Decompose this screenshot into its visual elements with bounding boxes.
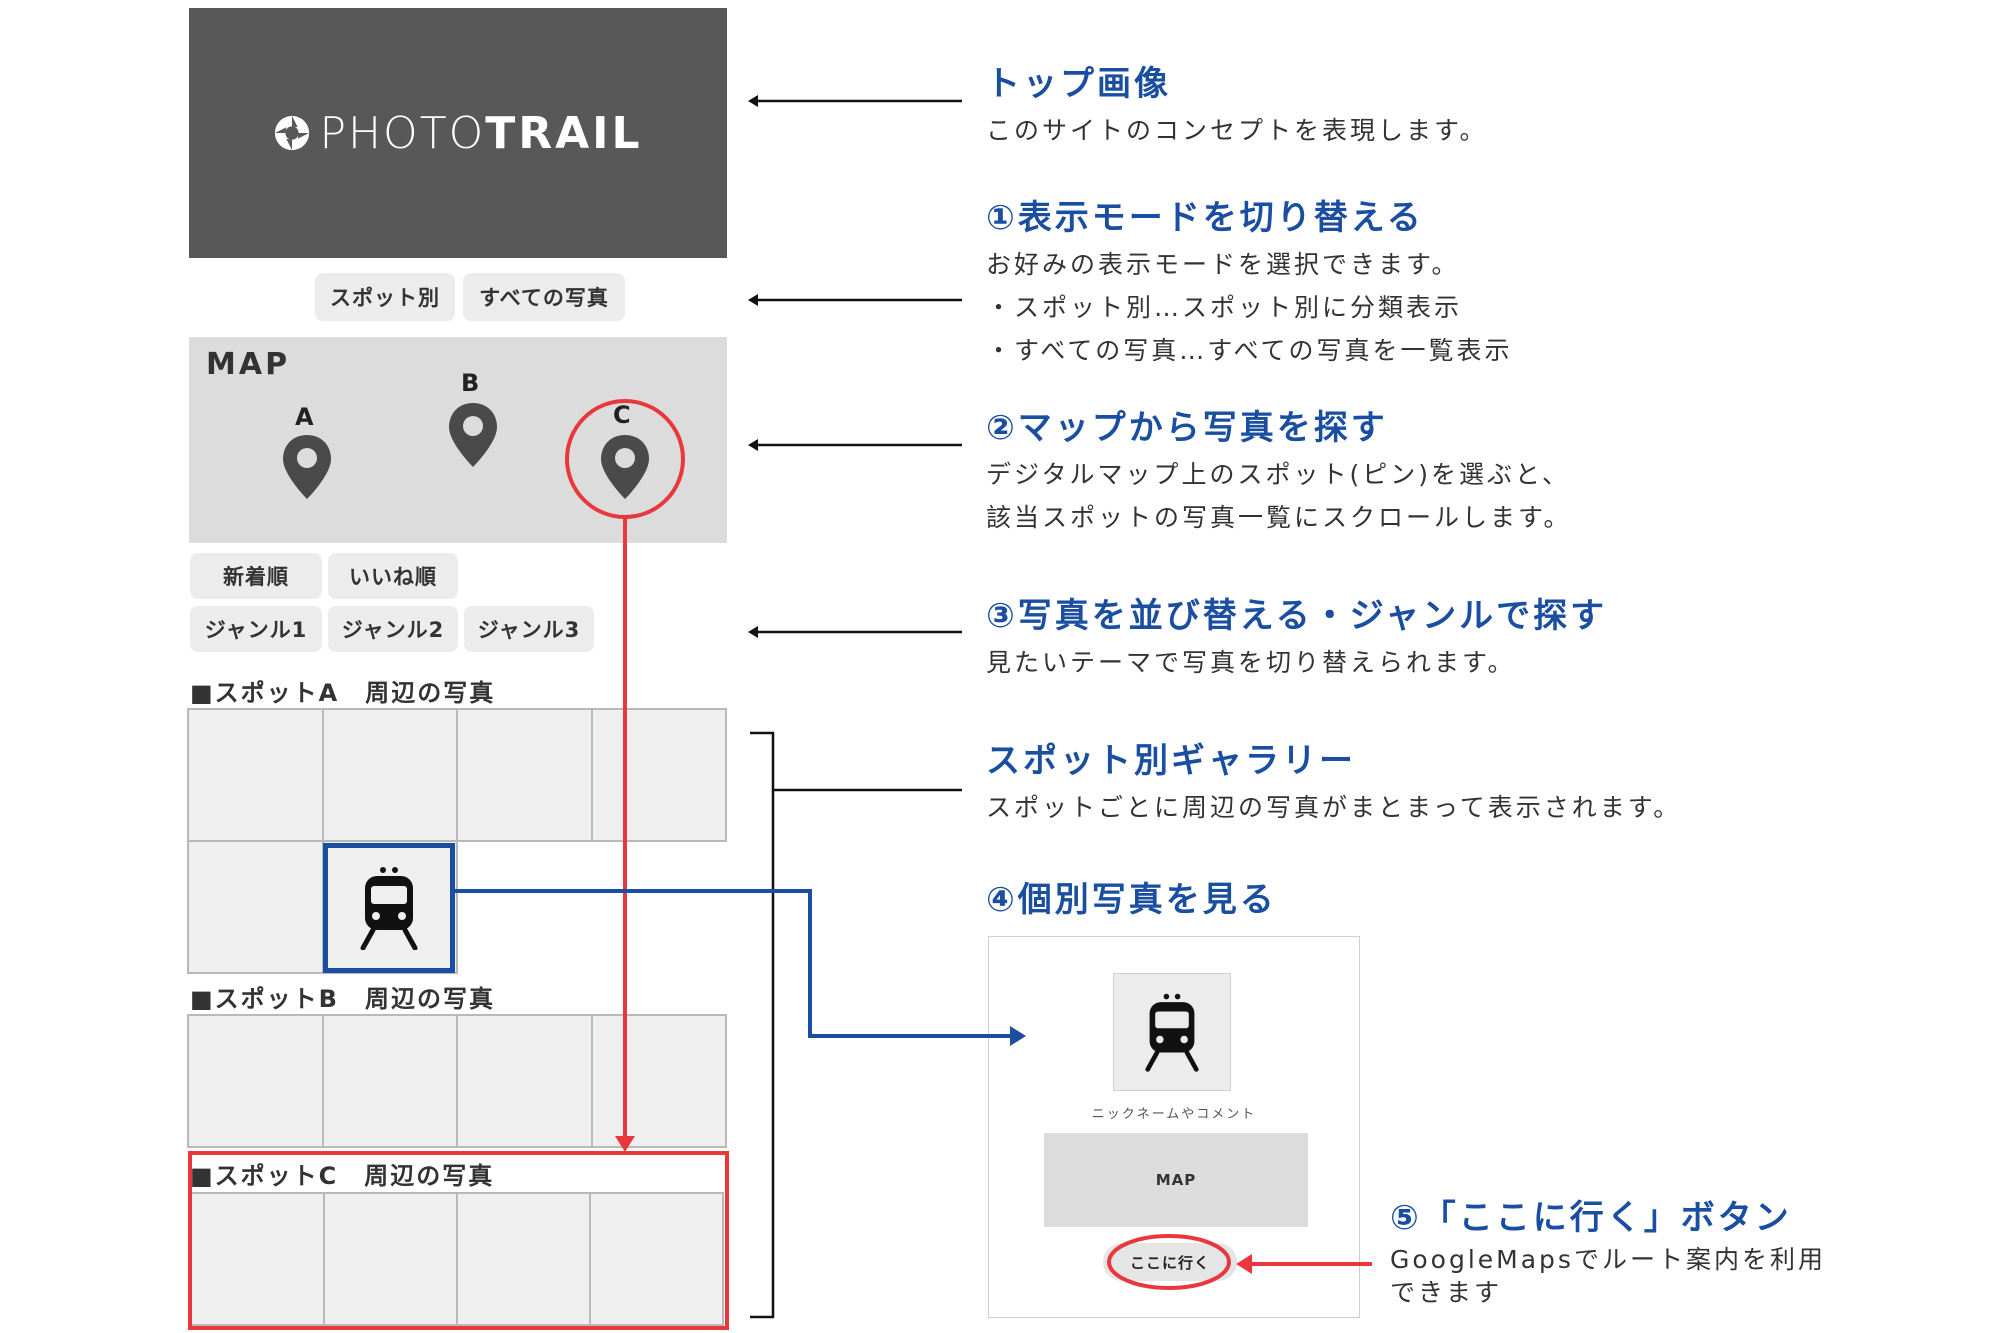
- annotation-line: スポットごとに周辺の写真がまとまって表示されます。: [986, 793, 1682, 822]
- gallery-spot-b: [187, 1014, 727, 1148]
- annotation-title: ①表示モードを切り替える: [986, 198, 1424, 238]
- gallery-spot-c: [190, 1192, 724, 1326]
- section-title-spot-b: ■スポットB 周辺の写真: [190, 985, 495, 1013]
- annotation-title: ④個別写真を見る: [986, 880, 1277, 920]
- go-here-button[interactable]: ここに行く: [1103, 1243, 1237, 1281]
- map-pin-icon[interactable]: [599, 433, 651, 501]
- map-area[interactable]: MAP A B C: [189, 337, 727, 543]
- annotation-line: 該当スポットの写真一覧にスクロールします。: [986, 503, 1572, 532]
- blue-connector: [455, 889, 1026, 1046]
- mode-button-spot[interactable]: スポット別: [315, 273, 455, 321]
- sort-button-newest[interactable]: 新着順: [190, 553, 322, 599]
- pin-label-a: A: [295, 403, 314, 431]
- section-title-spot-c: ■スポットC 周辺の写真: [190, 1162, 495, 1190]
- section-title-spot-a: ■スポットA 周辺の写真: [190, 679, 496, 707]
- photo-thumbnail[interactable]: [456, 708, 593, 842]
- annotation-title: スポット別ギャラリー: [986, 741, 1356, 781]
- genre-button-3[interactable]: ジャンル3: [464, 606, 594, 652]
- detail-map[interactable]: MAP: [1044, 1133, 1308, 1227]
- annotation-title: ⑤「ここに行く」ボタン: [1390, 1198, 1792, 1238]
- detail-photo: [1113, 973, 1231, 1091]
- photo-thumbnail[interactable]: [590, 708, 727, 842]
- photo-detail-card: ニックネームやコメント MAP ここに行く: [988, 936, 1360, 1318]
- annotation-title: トップ画像: [986, 64, 1171, 104]
- map-title: MAP: [206, 347, 291, 382]
- annotation-sort-genre: ③写真を並び替える・ジャンルで探す 見たいテーマで写真を切り替えられます。: [986, 588, 1607, 684]
- annotation-mode-switch: ①表示モードを切り替える お好みの表示モードを選択できます。 ・スポット別…スポ…: [986, 190, 1513, 372]
- photo-thumbnail[interactable]: [187, 708, 324, 842]
- annotation-spot-gallery: スポット別ギャラリー スポットごとに周辺の写真がまとまって表示されます。: [986, 733, 1681, 829]
- pin-label-c: C: [613, 401, 631, 429]
- sort-button-likes[interactable]: いいね順: [328, 553, 458, 599]
- genre-button-2[interactable]: ジャンル2: [328, 606, 458, 652]
- annotation-line: お好みの表示モードを選択できます。: [986, 250, 1460, 279]
- photo-thumbnail[interactable]: [590, 1014, 727, 1148]
- camera-aperture-icon: [275, 115, 310, 151]
- annotation-line: GoogleMapsでルート案内を利用: [1390, 1245, 1826, 1274]
- selected-photo[interactable]: [323, 843, 455, 973]
- pointer-arrows: [748, 95, 962, 1319]
- annotation-title: ②マップから写真を探す: [986, 408, 1388, 448]
- annotation-line: このサイトのコンセプトを表現します。: [986, 116, 1488, 145]
- train-icon: [1145, 993, 1199, 1072]
- annotation-view-photo: ④個別写真を見る: [986, 872, 1277, 921]
- genre-button-1[interactable]: ジャンル1: [190, 606, 322, 652]
- photo-thumbnail[interactable]: [456, 1192, 591, 1326]
- annotation-line: デジタルマップ上のスポット(ピン)を選ぶと、: [986, 460, 1571, 489]
- red-highlight-path: [188, 399, 729, 1330]
- logo-text-light: PHOTO: [319, 107, 486, 159]
- detail-caption: ニックネームやコメント: [1091, 1107, 1257, 1122]
- mode-button-all-photos[interactable]: すべての写真: [463, 273, 625, 321]
- photo-thumbnail[interactable]: [456, 1014, 593, 1148]
- annotation-line: 見たいテーマで写真を切り替えられます。: [986, 648, 1516, 677]
- photo-thumbnail[interactable]: [323, 1192, 458, 1326]
- annotation-go-button: ⑤「ここに行く」ボタン GoogleMapsでルート案内を利用 できます: [1390, 1190, 1826, 1309]
- annotation-top-image: トップ画像 このサイトのコンセプトを表現します。: [986, 56, 1488, 152]
- annotation-line: ・スポット別…スポット別に分類表示: [986, 293, 1463, 322]
- hero-image: PHOTO TRAIL: [189, 8, 727, 258]
- annotation-title: ③写真を並び替える・ジャンルで探す: [986, 596, 1608, 636]
- map-pin-icon[interactable]: [281, 433, 333, 501]
- annotation-line: ・すべての写真…すべての写真を一覧表示: [986, 336, 1513, 365]
- annotation-map-search: ②マップから写真を探す デジタルマップ上のスポット(ピン)を選ぶと、 該当スポッ…: [986, 400, 1572, 539]
- map-pin-icon[interactable]: [447, 401, 499, 469]
- pin-label-b: B: [461, 369, 480, 397]
- go-button-highlight: [1107, 1234, 1372, 1290]
- photo-thumbnail[interactable]: [589, 1192, 724, 1326]
- annotation-line: できます: [1390, 1278, 1503, 1307]
- logo-text-bold: TRAIL: [485, 107, 643, 159]
- photo-thumbnail[interactable]: [187, 1014, 324, 1148]
- train-icon: [360, 867, 418, 950]
